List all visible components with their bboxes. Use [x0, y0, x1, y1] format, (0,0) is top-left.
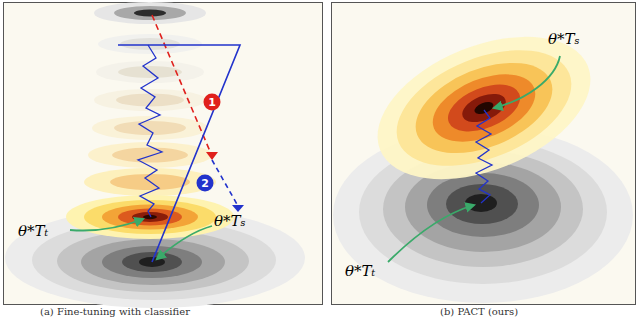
- leader-arrow: [388, 205, 474, 262]
- caption-text: (b) PACT (ours): [440, 306, 518, 317]
- callout-text: 1: [203, 93, 221, 111]
- blue-zigzag-path: [138, 45, 162, 217]
- callout-text: 2: [196, 174, 214, 192]
- target-optimum-label: θ*Tₜ: [18, 222, 48, 240]
- leader-arrow: [157, 226, 212, 259]
- caption-text: (a) Fine-tuning with classifier: [40, 306, 190, 317]
- leader-arrow: [494, 56, 560, 108]
- leader-arrow: [70, 219, 143, 231]
- callout-number: 2: [196, 174, 214, 192]
- blue-marker: [232, 205, 244, 212]
- blue-dashed-path: [212, 160, 238, 206]
- blue-zigzag-path: [476, 110, 492, 203]
- panel-frame: [332, 3, 636, 305]
- source-optimum-label: θ*Tₛ: [548, 30, 580, 48]
- source-optimum-label: θ*Tₛ: [214, 212, 246, 230]
- panel-frame: [4, 3, 323, 305]
- red-marker: [206, 152, 218, 160]
- callout-circle-shape: [204, 94, 221, 111]
- source-loss-bowl: [5, 208, 305, 308]
- callout-circle-shape: [197, 175, 214, 192]
- target-gaussian: [357, 9, 611, 208]
- callout-number: 1: [203, 93, 221, 111]
- target-optimum-label: θ*Tₜ: [345, 262, 375, 280]
